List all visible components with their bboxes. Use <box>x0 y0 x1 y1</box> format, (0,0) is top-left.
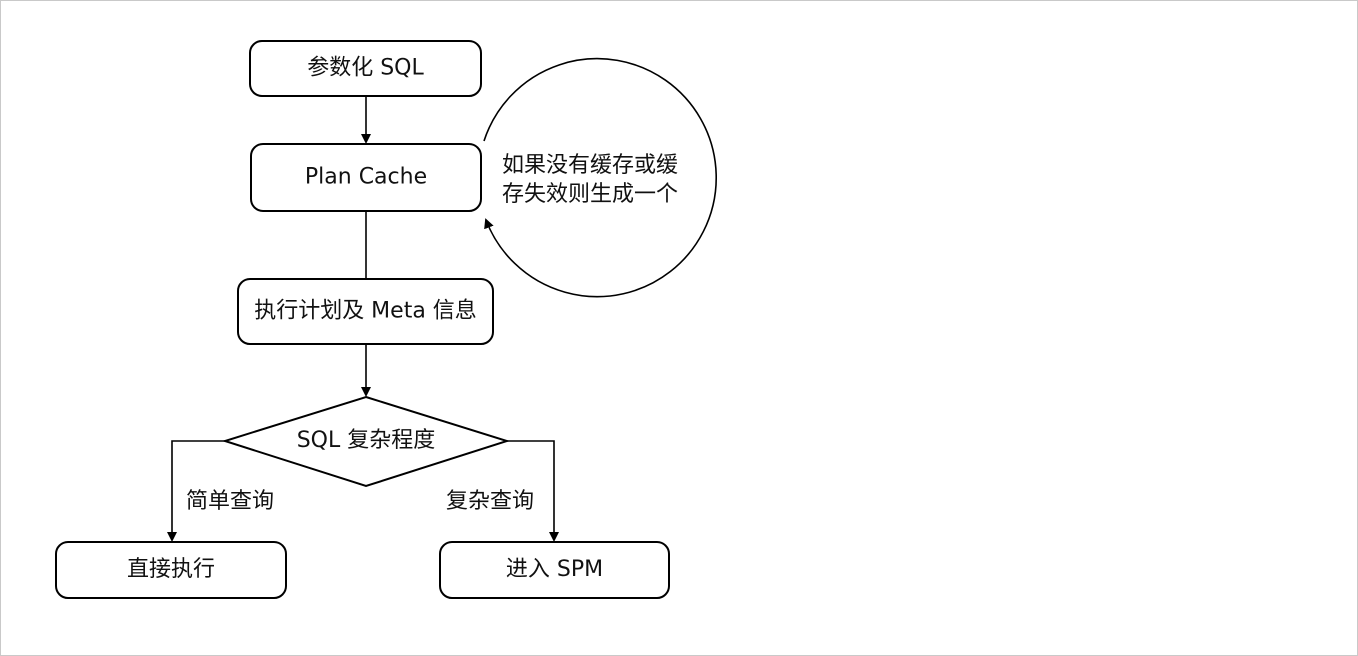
edge-label-simple-query: 简单查询 <box>186 489 274 514</box>
edge-decision-to-enter-spm <box>507 440 559 542</box>
node-direct-execute: 直接执行 <box>55 541 287 599</box>
node-direct-execute-label: 直接执行 <box>127 557 215 582</box>
edge-decision-to-direct-execute <box>167 440 225 542</box>
loop-note-line2: 存失效则生成一个 <box>502 182 678 207</box>
node-parameterized-sql-label: 参数化 SQL <box>307 56 424 81</box>
node-plan-cache-label: Plan Cache <box>305 165 427 190</box>
cache-regenerate-loop <box>483 57 717 298</box>
node-enter-spm-label: 进入 SPM <box>506 557 603 582</box>
node-enter-spm: 进入 SPM <box>439 541 670 599</box>
node-plan-and-meta: 执行计划及 Meta 信息 <box>237 278 494 345</box>
decision-sql-complexity-label: SQL 复杂程度 <box>297 428 436 453</box>
node-parameterized-sql: 参数化 SQL <box>249 40 482 97</box>
loop-note-line1: 如果没有缓存或缓 <box>502 153 678 178</box>
node-plan-cache: Plan Cache <box>250 143 482 212</box>
decision-sql-complexity: SQL 复杂程度 <box>221 395 511 488</box>
edge-label-complex-query: 复杂查询 <box>446 489 534 514</box>
node-plan-and-meta-label: 执行计划及 Meta 信息 <box>254 299 477 324</box>
